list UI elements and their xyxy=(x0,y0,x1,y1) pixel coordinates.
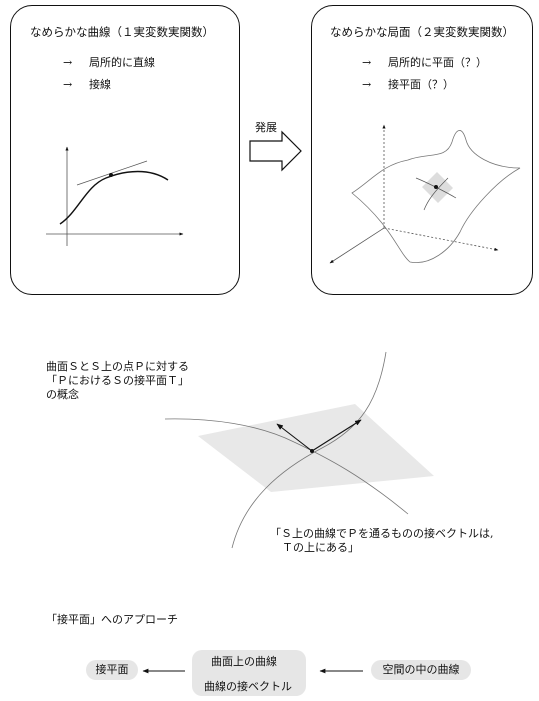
surface-point xyxy=(434,185,438,189)
tangent-plane-caption-line-1: 曲面ＳとＳ上の点Ｐに対する xyxy=(46,360,189,373)
arrow-right-icon: → xyxy=(362,78,372,91)
surface-bullet-2: → 接平面（？） xyxy=(362,76,454,92)
vector-note-line-2: Ｔの上にある」 xyxy=(282,541,359,554)
arrow-right-icon: → xyxy=(63,78,73,91)
vector-note-line-1: 「Ｓ上の曲線でＰを通るものの接ベクトルは, xyxy=(270,527,494,540)
surface-graph xyxy=(329,124,521,264)
surface-box-title: なめらかな局面（２実変数実関数） xyxy=(330,25,514,39)
surface-box xyxy=(311,5,533,295)
curve-bullet-2: → 接線 xyxy=(63,76,111,92)
surface-curve-a xyxy=(164,418,409,515)
tangent-plane-illustration xyxy=(164,351,434,549)
tangent-vector-right xyxy=(311,419,362,452)
surface-curve-2 xyxy=(423,177,449,211)
curve-on-surface-pill xyxy=(192,650,306,696)
surface-bullet-2-text: 接平面（？） xyxy=(388,78,454,91)
curve-bullet-1: → 局所的に直線 xyxy=(63,54,155,70)
arrow-right-icon: → xyxy=(63,56,73,69)
tangent-line xyxy=(76,160,148,186)
curve-in-space-pill: 空間の中の曲線 xyxy=(371,660,471,680)
surface-x-axis xyxy=(329,227,385,264)
surface-bullet-1: → 局所的に平面（？） xyxy=(362,54,487,70)
curve-graph xyxy=(46,146,184,246)
tangent-point xyxy=(109,173,113,177)
curve-on-surface-label: 曲面上の曲線 xyxy=(211,655,277,668)
smooth-curve xyxy=(59,170,169,225)
surface-y-axis xyxy=(383,227,499,251)
arrow-right-icon: → xyxy=(362,56,372,69)
develop-arrow-icon xyxy=(249,130,302,172)
develop-label: 発展 xyxy=(255,121,277,134)
curve-bullet-2-text: 接線 xyxy=(89,78,111,91)
tangent-vector-left xyxy=(276,423,313,452)
curve-box-title: なめらかな曲線（１実変数実関数） xyxy=(30,25,214,39)
tangent-plane-pill: 接平面 xyxy=(86,660,138,680)
curve-box xyxy=(10,5,240,295)
curve-tangent-vector-label: 曲線の接ベクトル xyxy=(204,680,292,693)
surface-patch xyxy=(351,130,521,264)
surface-bullet-1-text: 局所的に平面（？） xyxy=(388,56,487,69)
tangent-plane-caption-line-3: の概念 xyxy=(46,388,79,401)
tangent-plane-caption-line-2: 「ＰにおけるＳの接平面Ｔ」 xyxy=(46,374,189,387)
approach-heading: 「接平面」へのアプローチ xyxy=(46,613,178,626)
curve-bullet-1-text: 局所的に直線 xyxy=(89,56,155,69)
surface-curve-b xyxy=(231,351,387,549)
point-p xyxy=(310,449,314,453)
